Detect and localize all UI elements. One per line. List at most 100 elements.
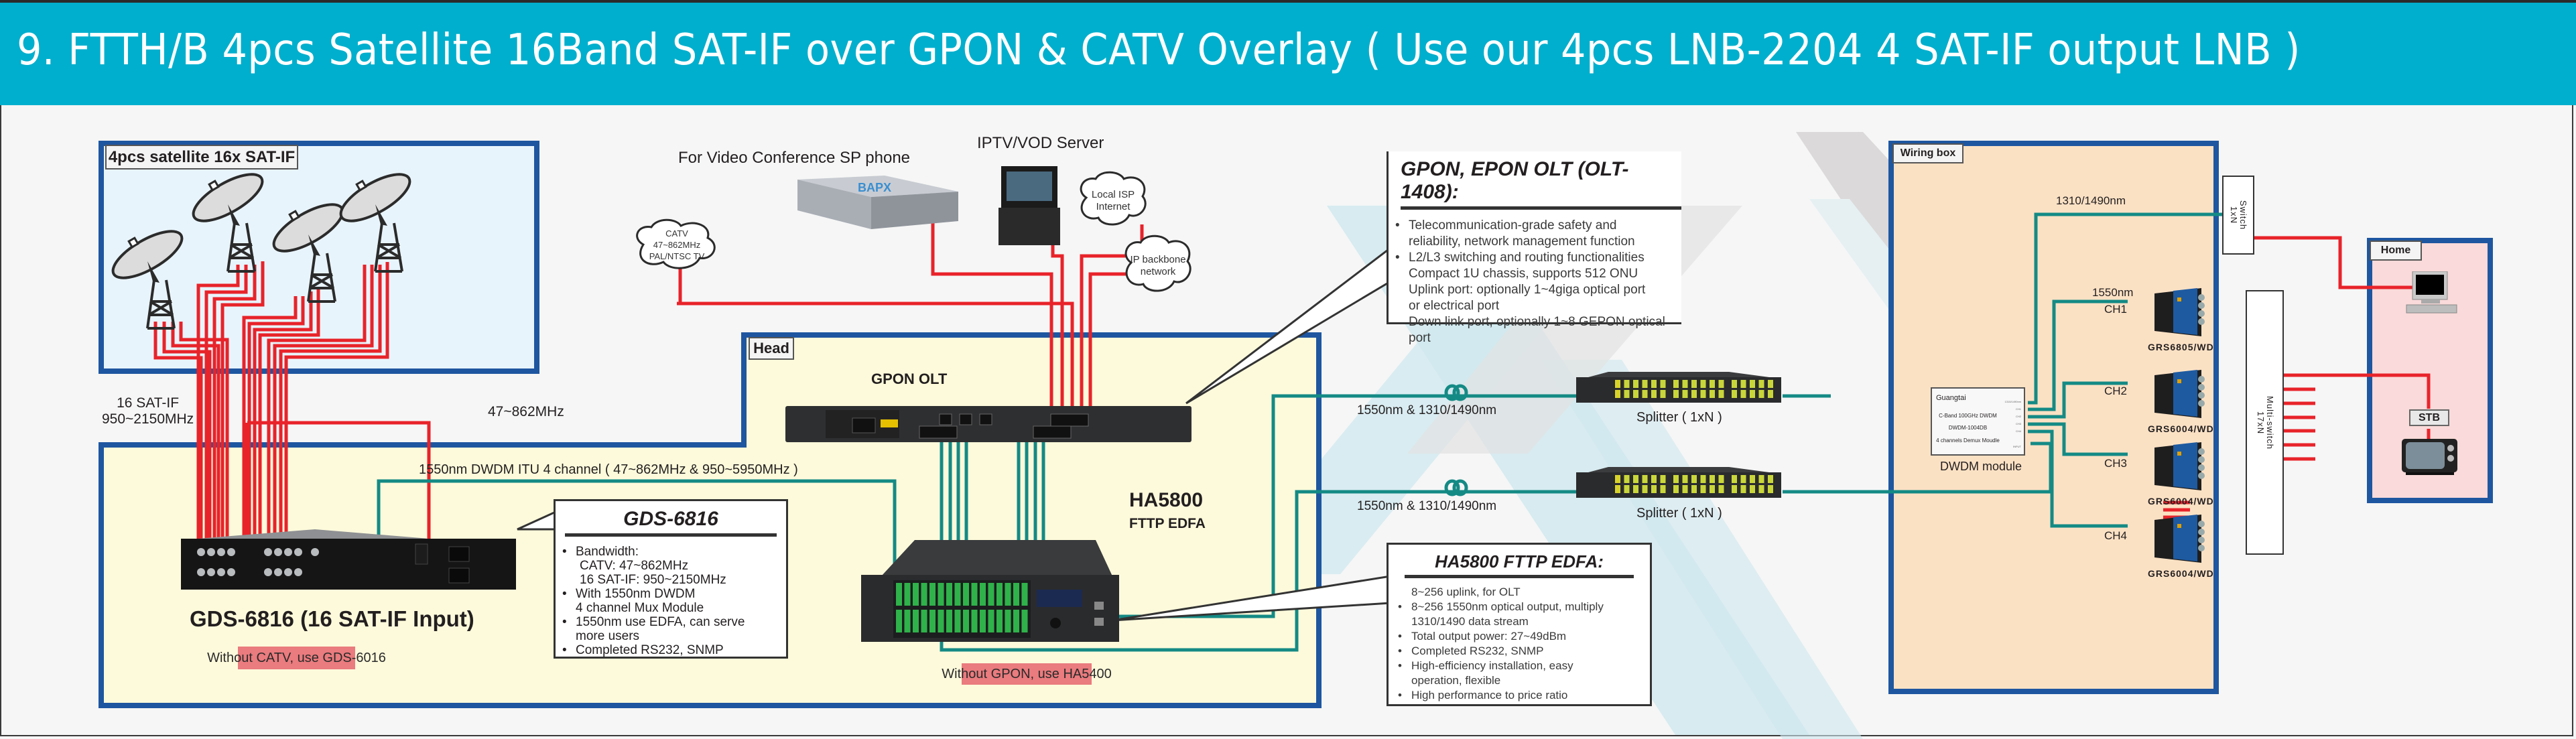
rf-cable	[267, 265, 367, 563]
splitter-port	[1768, 390, 1773, 398]
splitter-port	[1673, 380, 1679, 388]
server-screen	[1007, 172, 1052, 201]
sc-apc-port	[904, 610, 911, 632]
rs232-port	[1094, 602, 1104, 610]
f-connector-port	[227, 568, 235, 576]
dwdm-channel-label: 1550nm DWDM ITU 4 channel ( 47~862MHz & …	[419, 462, 798, 477]
callout-item: 4 channel Mux Module	[576, 601, 704, 615]
f-connector-port	[207, 568, 215, 576]
optical-receiver-icon	[2154, 370, 2205, 418]
splitter-port	[1740, 485, 1746, 493]
server-top	[797, 176, 958, 197]
splitter-port	[1651, 475, 1657, 483]
splitter-top	[1588, 467, 1769, 472]
rf-cable	[220, 261, 265, 563]
receiver-model-label: GRS6004/WD	[2148, 568, 2214, 579]
stb-box: STB	[2409, 409, 2449, 426]
rf-cable-catv	[247, 263, 1074, 567]
satellite-dish-icon	[185, 167, 271, 273]
video-conference-label: For Video Conference SP phone	[678, 149, 911, 167]
splitter-top	[1588, 372, 1769, 377]
fiber-ch4	[2028, 429, 2128, 528]
splitter-port	[1750, 485, 1755, 493]
splitter-port	[1758, 380, 1764, 388]
splitter-port	[1758, 390, 1764, 398]
splitter-port	[1615, 475, 1620, 483]
f-connector-port	[217, 568, 225, 576]
optical-receiver-icon	[2154, 288, 2205, 336]
fiber-data-1310	[2028, 212, 2222, 405]
multiswitch-label-line2: 17xN	[2255, 411, 2266, 434]
rf-cable	[196, 265, 240, 563]
sc-apc-port	[929, 583, 936, 606]
sc-apc-port	[1013, 583, 1019, 606]
sc-apc-port	[954, 610, 961, 632]
splitter-ports	[1615, 380, 1773, 398]
fiber-link-2-label: 1550nm & 1310/1490nm	[1357, 499, 1497, 513]
sc-apc-port	[1013, 610, 1019, 632]
fiber-coil-icon	[1452, 384, 1468, 401]
satellite-dish-icon	[105, 220, 190, 330]
olt-callout-title: GPON, EPON OLT (OLT-1408):	[1401, 158, 1681, 210]
callout-item: 8~256 uplink, for OLT	[1411, 586, 1521, 598]
splitter-port	[1682, 390, 1688, 398]
splitter-port	[1710, 485, 1715, 493]
gpon-olt-device	[785, 406, 1192, 442]
rf-cable	[242, 296, 298, 563]
rf-wavelength-label: 1550nm	[2092, 286, 2134, 299]
callout-item: High-efficiency installation, easy	[1398, 659, 1650, 673]
channel-label: CH1	[2104, 303, 2128, 316]
iptv-server	[999, 166, 1060, 245]
splitter-port	[1750, 390, 1755, 398]
gpon-olt-label: GPON OLT	[871, 371, 948, 387]
rf-cables	[153, 189, 2431, 567]
splitter-port	[1758, 485, 1764, 493]
sc-apc-port	[963, 583, 969, 606]
sc-apc-port	[971, 610, 978, 632]
splitter-port	[1633, 485, 1638, 493]
multiswitch-label: Multi-switch 17xN	[2255, 396, 2275, 450]
edfa-callout-pointer	[1112, 575, 1392, 622]
splitter-port	[1624, 475, 1630, 483]
splitter-port	[1682, 475, 1688, 483]
dwdm-module-caption: DWDM module	[1940, 460, 2022, 473]
callout-item: operation, flexible	[1411, 674, 1501, 687]
satellite-panel-label: 4pcs satellite 16x SAT-IF	[105, 145, 298, 170]
power-socket-icon	[448, 567, 470, 584]
splitter-port	[1673, 390, 1679, 398]
sc-apc-port	[1005, 610, 1011, 632]
fiber-ch3	[2028, 422, 2128, 456]
sc-apc-port	[980, 583, 986, 606]
splitter-2-device	[1576, 467, 1781, 498]
iptv-server-label: IPTV/VOD Server	[977, 134, 1104, 152]
splitter-port	[1740, 475, 1746, 483]
wiring-box-label: Wiring box	[1892, 143, 1963, 163]
splitter-port	[1732, 475, 1737, 483]
satellite-dish-icon	[332, 167, 418, 273]
splitter-port	[1700, 485, 1706, 493]
splitter-port	[1615, 380, 1620, 388]
splitter-port	[1710, 390, 1715, 398]
dwdm-brand: Guangtai	[1936, 394, 1966, 402]
sc-apc-port	[971, 583, 978, 606]
callout-item: 1550nm use EDFA, can serve	[562, 615, 786, 629]
dwdm-port-label: CH4	[2015, 429, 2021, 433]
callout-item: High performance to price ratio	[1398, 688, 1650, 703]
splitter-port	[1642, 390, 1648, 398]
callout-item: Uplink port: optionally 1~4giga optical …	[1409, 283, 1646, 297]
splitter-port	[1768, 475, 1773, 483]
cloud-icon	[1080, 171, 1147, 226]
catv-cloud-line1: CATV	[665, 228, 688, 239]
sc-apc-port	[996, 610, 1003, 632]
callout-item: CATV: 47~862MHz	[580, 559, 689, 573]
channel-label: CH3	[2104, 457, 2128, 470]
splitter-port	[1660, 485, 1666, 493]
edfa-callout-title: HA5800 FTTP EDFA:	[1405, 551, 1634, 578]
switch-label: Switch 1xN	[2229, 200, 2248, 230]
callout-item: Total output power: 27~49dBm	[1398, 629, 1650, 644]
olt-callout-list: Telecommunication-grade safety andreliab…	[1389, 210, 1681, 346]
dwdm-port-label: INPUT	[2013, 445, 2021, 448]
olt-ports	[919, 413, 1089, 439]
splitter-port	[1750, 475, 1755, 483]
